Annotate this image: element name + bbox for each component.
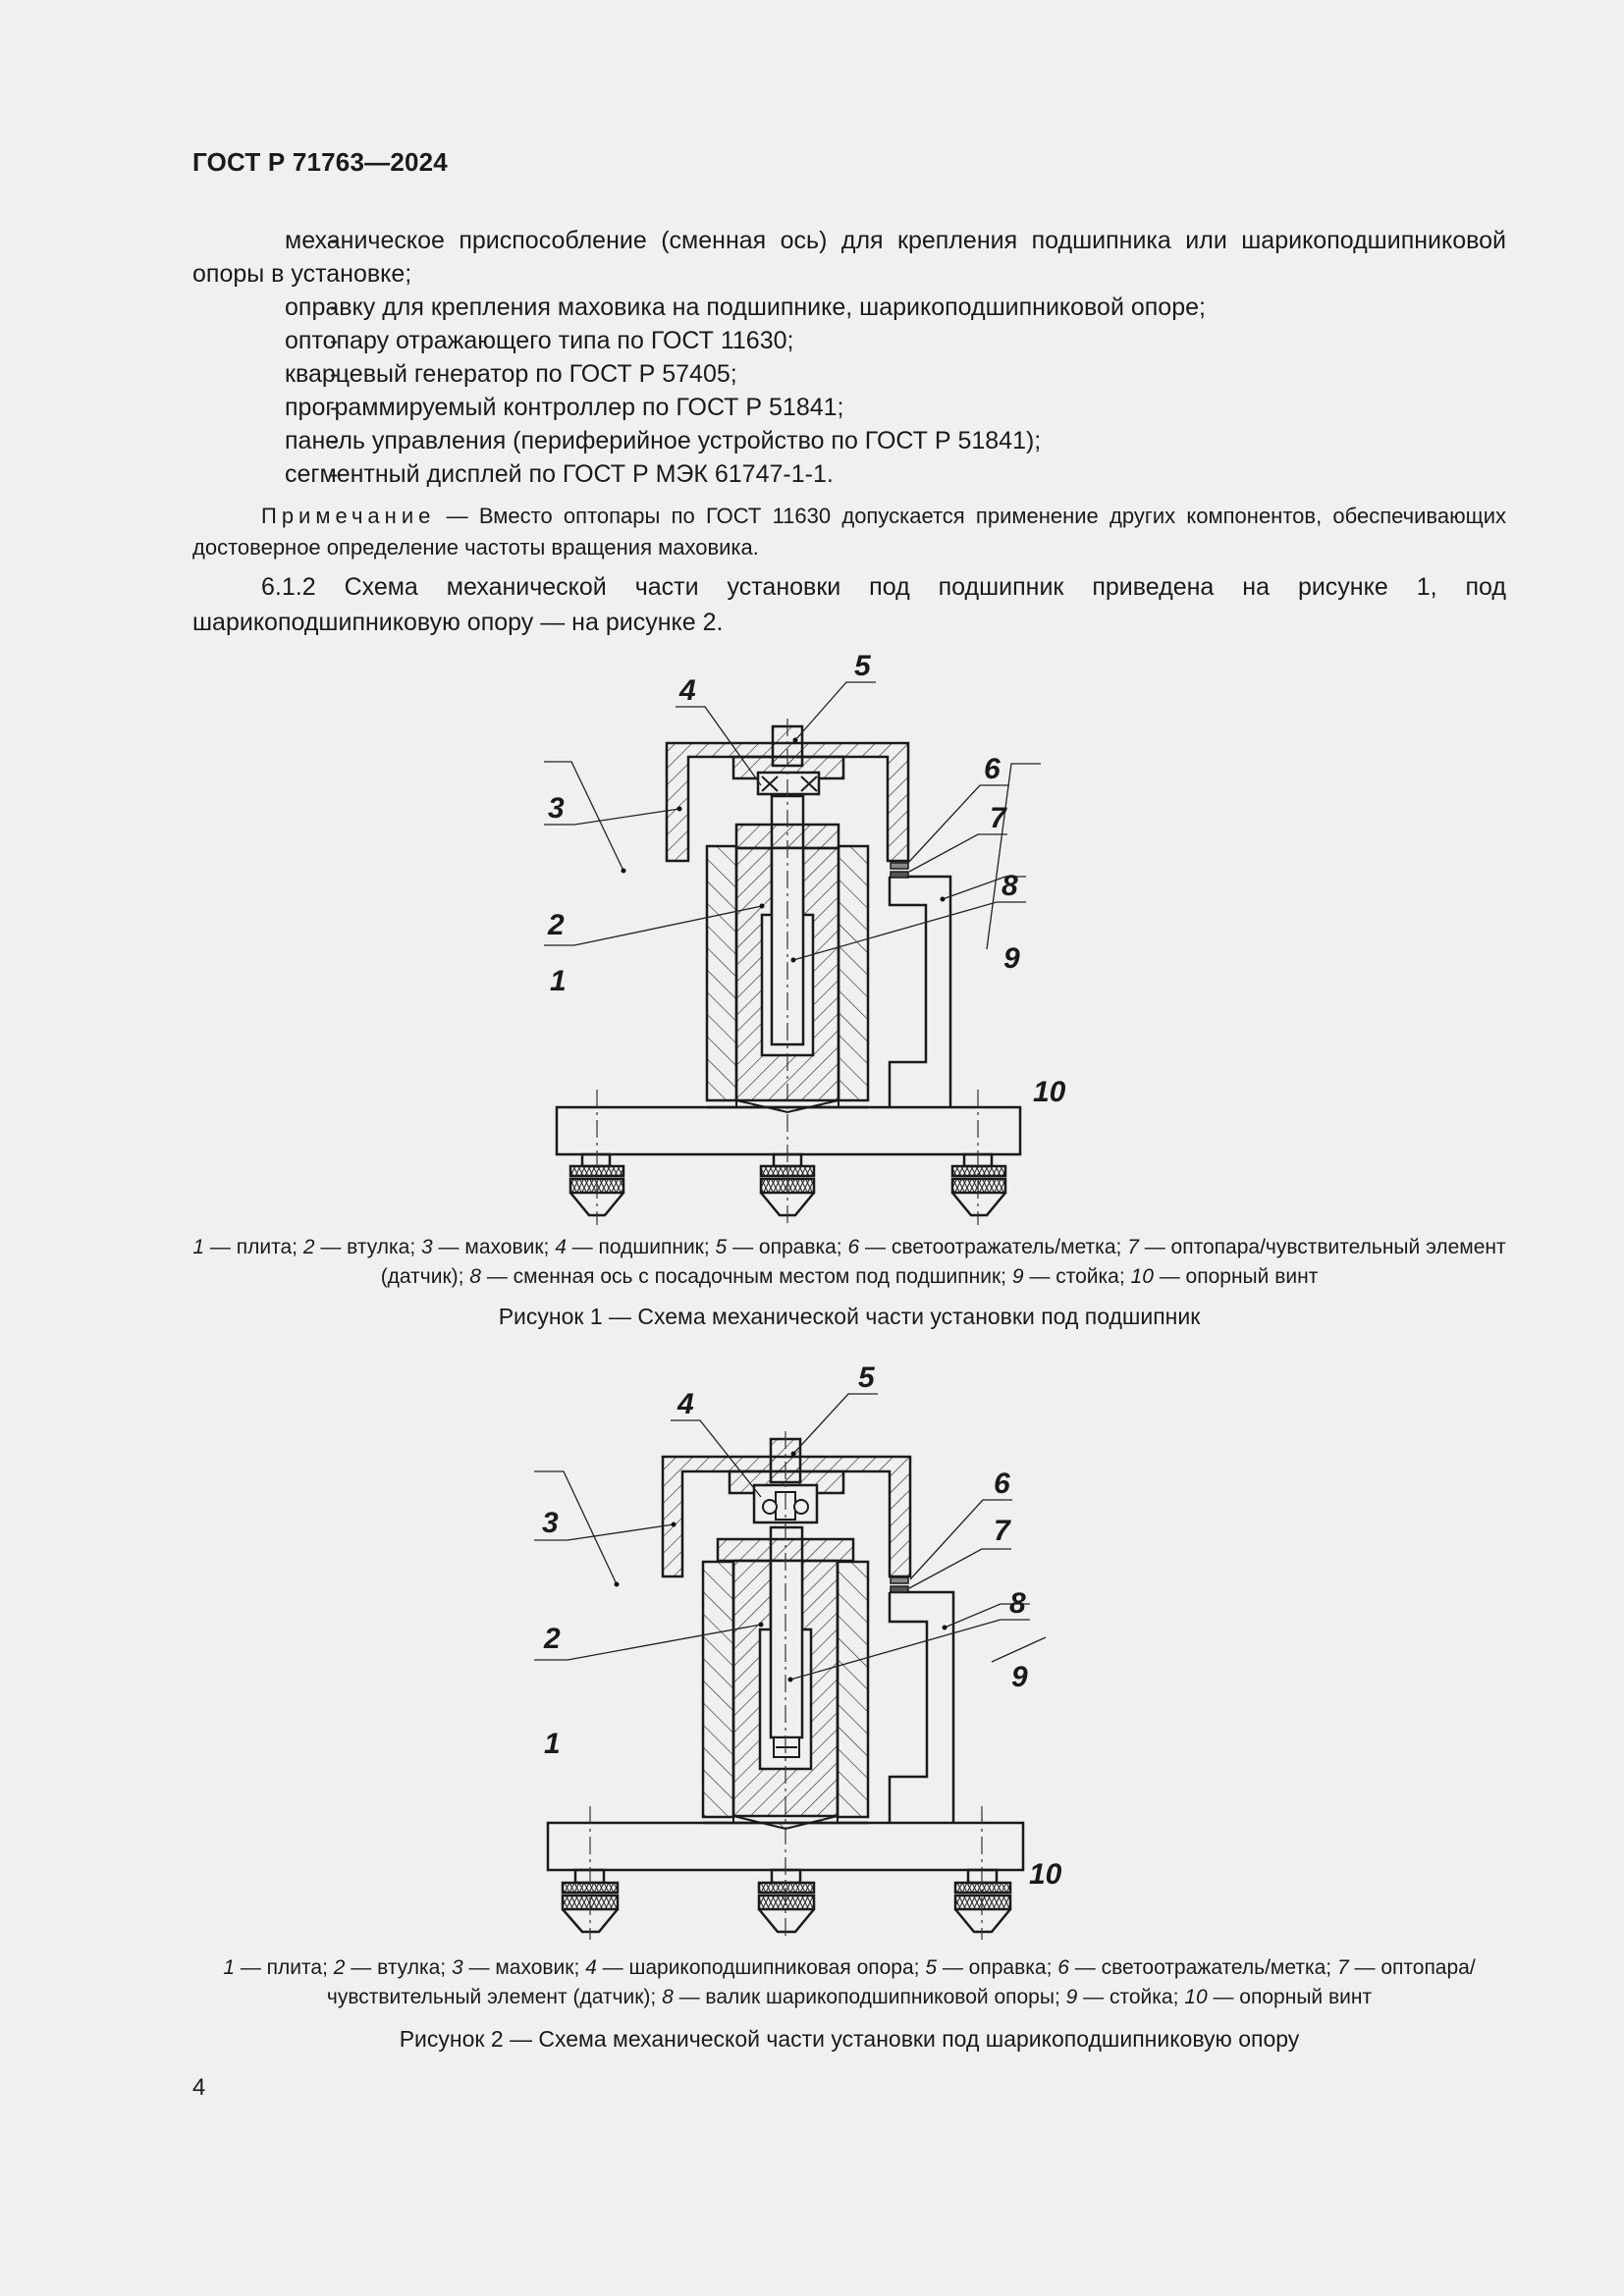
figure-2-legend: 1 — плита; 2 — втулка; 3 — маховик; 4 — … [192, 1953, 1506, 2012]
callout-4: 4 [678, 674, 696, 707]
legend-text: — маховик; [462, 1956, 586, 1979]
document-header: ГОСТ Р 71763—2024 [192, 147, 448, 177]
callout-2: 2 [543, 1623, 561, 1655]
legend-text: — плита; [235, 1956, 334, 1979]
legend-num: 7 [1336, 1956, 1349, 1979]
legend-text: — стойка; [1023, 1265, 1131, 1288]
list-item: -сегментный дисплей по ГОСТ Р МЭК 61747-… [192, 457, 1506, 491]
list-item: -кварцевый генератор по ГОСТ Р 57405; [192, 357, 1506, 391]
figure-1-diagram: 1 2 3 4 5 6 7 8 9 10 [544, 650, 1066, 1225]
legend-text: — втулка; [314, 1236, 422, 1258]
callout-6: 6 [994, 1468, 1010, 1500]
legend-num: 6 [847, 1236, 860, 1258]
legend-num: 9 [1065, 1986, 1078, 2008]
legend-num: 6 [1057, 1956, 1069, 1979]
callout-5: 5 [854, 650, 872, 682]
callout-1: 1 [544, 1728, 561, 1760]
list-dash: - [330, 460, 339, 488]
callout-4: 4 [677, 1388, 694, 1420]
list-dash: - [330, 227, 339, 254]
callout-10: 10 [1029, 1858, 1062, 1891]
callout-9: 9 [1011, 1661, 1028, 1693]
note: Примечание — Вместо оптопары по ГОСТ 116… [192, 501, 1506, 563]
list-item: -оправку для крепления маховика на подши… [192, 291, 1506, 324]
list-dash: - [330, 394, 339, 421]
legend-num: 2 [333, 1956, 346, 1979]
legend-text: — маховик; [432, 1236, 556, 1258]
list-item-text: кварцевый генератор по ГОСТ Р 57405; [285, 360, 737, 388]
legend-text: — стойка; [1077, 1986, 1185, 2008]
legend-text: — светоотражатель/метка; [1068, 1956, 1337, 1979]
list-item-text: механическое приспособление (сменная ось… [192, 227, 1506, 288]
legend-text: — валик шарикоподшипниковой опоры; [673, 1986, 1066, 2008]
legend-num: 5 [715, 1236, 728, 1258]
legend-num: 10 [1184, 1986, 1208, 2008]
legend-num: 4 [585, 1956, 597, 1979]
legend-num: 8 [662, 1986, 674, 2008]
legend-num: 2 [302, 1236, 315, 1258]
legend-num: 8 [469, 1265, 481, 1288]
legend-num: 10 [1130, 1265, 1154, 1288]
list-item-text: сегментный дисплей по ГОСТ Р МЭК 61747-1… [285, 460, 834, 488]
list-item: -механическое приспособление (сменная ос… [192, 224, 1506, 291]
legend-text: — оптопара/чувствительный элемент (датчи… [380, 1236, 1506, 1288]
list-item: -панель управления (периферийное устройс… [192, 424, 1506, 457]
callout-6: 6 [984, 753, 1001, 785]
legend-num: 4 [555, 1236, 567, 1258]
figure-1-caption: Рисунок 1 — Схема механической части уст… [498, 1304, 1201, 1329]
list-item: -программируемый контроллер по ГОСТ Р 51… [192, 391, 1506, 424]
equipment-list: -механическое приспособление (сменная ос… [192, 224, 1506, 491]
legend-text: — опорный винт [1153, 1265, 1319, 1288]
legend-text: — подшипник; [566, 1236, 716, 1258]
legend-num: 5 [925, 1956, 938, 1979]
callout-3: 3 [548, 792, 565, 825]
callout-3: 3 [542, 1507, 559, 1539]
legend-num: 1 [223, 1956, 235, 1979]
callout-9: 9 [1003, 942, 1020, 975]
callout-5: 5 [858, 1362, 876, 1394]
list-item-text: панель управления (периферийное устройст… [285, 427, 1042, 454]
list-item-text: оправку для крепления маховика на подшип… [285, 294, 1206, 321]
callout-8: 8 [1009, 1587, 1026, 1620]
legend-num: 1 [192, 1236, 205, 1258]
callout-1: 1 [550, 965, 567, 997]
note-text: — Вместо оптопары по ГОСТ 11630 допускае… [192, 504, 1506, 560]
legend-text: — шарикоподшипниковая опора; [596, 1956, 926, 1979]
note-label: Примечание [261, 504, 436, 528]
legend-num: 3 [421, 1236, 433, 1258]
page-number: 4 [192, 2074, 206, 2101]
list-item-text: оптопару отражающего типа по ГОСТ 11630; [285, 327, 794, 354]
list-dash: - [330, 427, 339, 454]
list-dash: - [330, 327, 339, 354]
list-dash: - [330, 360, 339, 388]
legend-text: — втулка; [345, 1956, 452, 1979]
legend-text: — сменная ось с посадочным местом под по… [480, 1265, 1012, 1288]
legend-text: — оптопара/чувствительный элемент (датчи… [326, 1956, 1476, 2008]
callout-10: 10 [1033, 1076, 1066, 1108]
callout-8: 8 [1001, 870, 1018, 902]
legend-text: — светоотражатель/метка; [859, 1236, 1128, 1258]
list-dash: - [330, 294, 339, 321]
legend-num: 3 [451, 1956, 463, 1979]
legend-text: — оправка; [727, 1236, 848, 1258]
legend-num: 7 [1127, 1236, 1139, 1258]
callout-7: 7 [994, 1515, 1011, 1547]
legend-text: — плита; [204, 1236, 303, 1258]
callout-2: 2 [547, 909, 565, 941]
legend-num: 9 [1011, 1265, 1024, 1288]
paragraph-6-1-2: 6.1.2 Схема механической части установки… [192, 573, 1506, 636]
figure-2-caption: Рисунок 2 — Схема механической части уст… [399, 2026, 1300, 2052]
list-item: -оптопару отражающего типа по ГОСТ 11630… [192, 324, 1506, 357]
list-item-text: программируемый контроллер по ГОСТ Р 518… [285, 394, 844, 421]
callout-7: 7 [990, 802, 1007, 834]
legend-text: — опорный винт [1207, 1986, 1373, 2008]
figure-2-diagram: 1 2 3 4 5 6 7 8 9 10 [534, 1362, 1062, 1940]
legend-text: — оправка; [937, 1956, 1058, 1979]
figure-1-legend: 1 — плита; 2 — втулка; 3 — маховик; 4 — … [192, 1233, 1506, 1292]
